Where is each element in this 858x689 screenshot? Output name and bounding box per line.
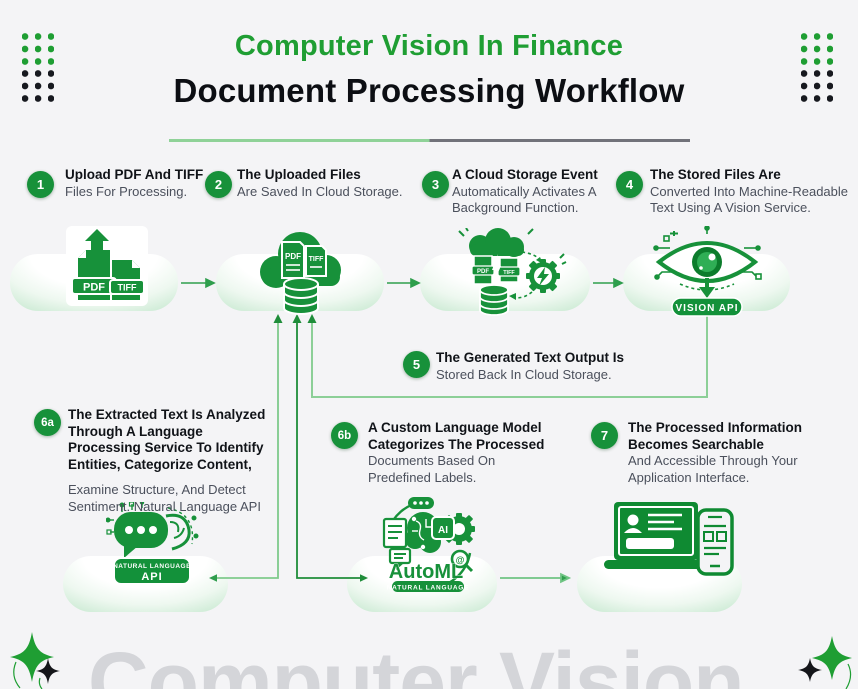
- pdf-label: PDF: [83, 282, 105, 294]
- arrow-automl-application: [500, 572, 572, 584]
- vision-api-icon: VISION API: [653, 226, 762, 317]
- svg-text:PDF: PDF: [285, 252, 301, 261]
- nl-api-badge: [113, 557, 191, 584]
- dot-grid-left-dark: [22, 70, 54, 107]
- upload-arrow-icon: [85, 229, 109, 251]
- application-interface-icon: [604, 502, 734, 576]
- cloud-storage-icon: PDF TIFF: [260, 232, 341, 315]
- dot-grid-right: [801, 33, 833, 107]
- brain-icon: [165, 513, 191, 551]
- arrow-step2-step3: [387, 277, 421, 289]
- step-3-text: A Cloud Storage Event Automatically Acti…: [452, 167, 598, 215]
- svg-text:TIFF: TIFF: [309, 256, 324, 263]
- step-6b-text: A Custom Language Model Categorizes The …: [368, 420, 545, 485]
- step-4-text: The Stored Files Are Converted Into Mach…: [650, 167, 849, 215]
- step-6a-text: The Extracted Text Is Analyzed Through A…: [68, 407, 266, 514]
- down-arrow-icon: [699, 278, 715, 298]
- event-trigger-icon: PDF TIFF: [458, 228, 567, 316]
- dot-grid-left-green: [22, 33, 54, 70]
- step-3-number: 3: [422, 171, 449, 198]
- watermark-text: Computer Vision: [88, 635, 745, 689]
- svg-text:@: @: [456, 555, 465, 565]
- svg-text:AI: AI: [438, 525, 448, 536]
- svg-text:NATURAL LANGUAGE: NATURAL LANGUAGE: [113, 563, 191, 570]
- step-6a-number: 6a: [34, 409, 61, 436]
- svg-text:PDF: PDF: [477, 269, 489, 275]
- step-2-text: The Uploaded Files Are Saved In Cloud St…: [237, 167, 403, 199]
- laptop-icon: [604, 502, 710, 569]
- dot-grid-right-green: [801, 33, 833, 70]
- step-5-text: The Generated Text Output Is Stored Back…: [436, 350, 625, 382]
- database-icon: [479, 284, 509, 316]
- natural-language-icon: NATURAL LANGUAGE API: [106, 502, 199, 584]
- step-1-text: Upload PDF And TIFF Files For Processing…: [65, 167, 204, 199]
- magnifier-icon: @: [450, 549, 474, 573]
- page-subtitle: Document Processing Workflow: [173, 72, 685, 109]
- automl-icon: AI @ AutoML NATURAL LANGUAGE: [382, 497, 475, 592]
- svg-text:TIFF: TIFF: [503, 270, 515, 276]
- step-7-text: The Processed Information Becomes Search…: [628, 420, 803, 485]
- svg-text:NATURAL LANGUAGE: NATURAL LANGUAGE: [387, 585, 470, 592]
- phone-icon: [696, 508, 734, 576]
- dot-grid-right-dark: [801, 70, 833, 107]
- svg-text:VISION API: VISION API: [676, 303, 739, 314]
- sparkle-right-icon: [798, 636, 852, 689]
- page-title: Computer Vision In Finance: [234, 30, 624, 62]
- upload-documents-icon: PDF TIFF: [66, 226, 148, 306]
- brain-icon: [405, 512, 441, 553]
- database-icon: [283, 277, 319, 315]
- sparkle-left-icon: [10, 632, 60, 689]
- step-4-number: 4: [616, 171, 643, 198]
- step-1-number: 1: [27, 171, 54, 198]
- ai-chip-icon: [431, 516, 455, 540]
- cloud-icon: [469, 228, 524, 257]
- svg-text:API: API: [141, 571, 162, 583]
- function-gear-icon: [526, 259, 560, 293]
- automl-ribbon: [392, 581, 464, 592]
- step-1-bold: Upload PDF And TIFF: [65, 167, 204, 182]
- arrow-step3-step4: [593, 277, 624, 289]
- step-2-number: 2: [205, 171, 232, 198]
- automl-title: AutoML: [389, 561, 463, 583]
- step-6b-number: 6b: [331, 422, 358, 449]
- dot-grid-left: [22, 33, 54, 107]
- header-divider: [169, 139, 690, 142]
- documents-icon: [382, 517, 412, 570]
- step-5-number: 5: [403, 351, 430, 378]
- tiff-label: TIFF: [118, 283, 137, 293]
- circuit-pins-icon: [106, 502, 199, 545]
- lightning-icon: [537, 267, 549, 286]
- step-7-number: 7: [591, 422, 618, 449]
- connector-storage-to-automl: [292, 314, 368, 582]
- split-bolt-icon: [492, 254, 501, 286]
- arrow-step1-step2: [181, 277, 216, 289]
